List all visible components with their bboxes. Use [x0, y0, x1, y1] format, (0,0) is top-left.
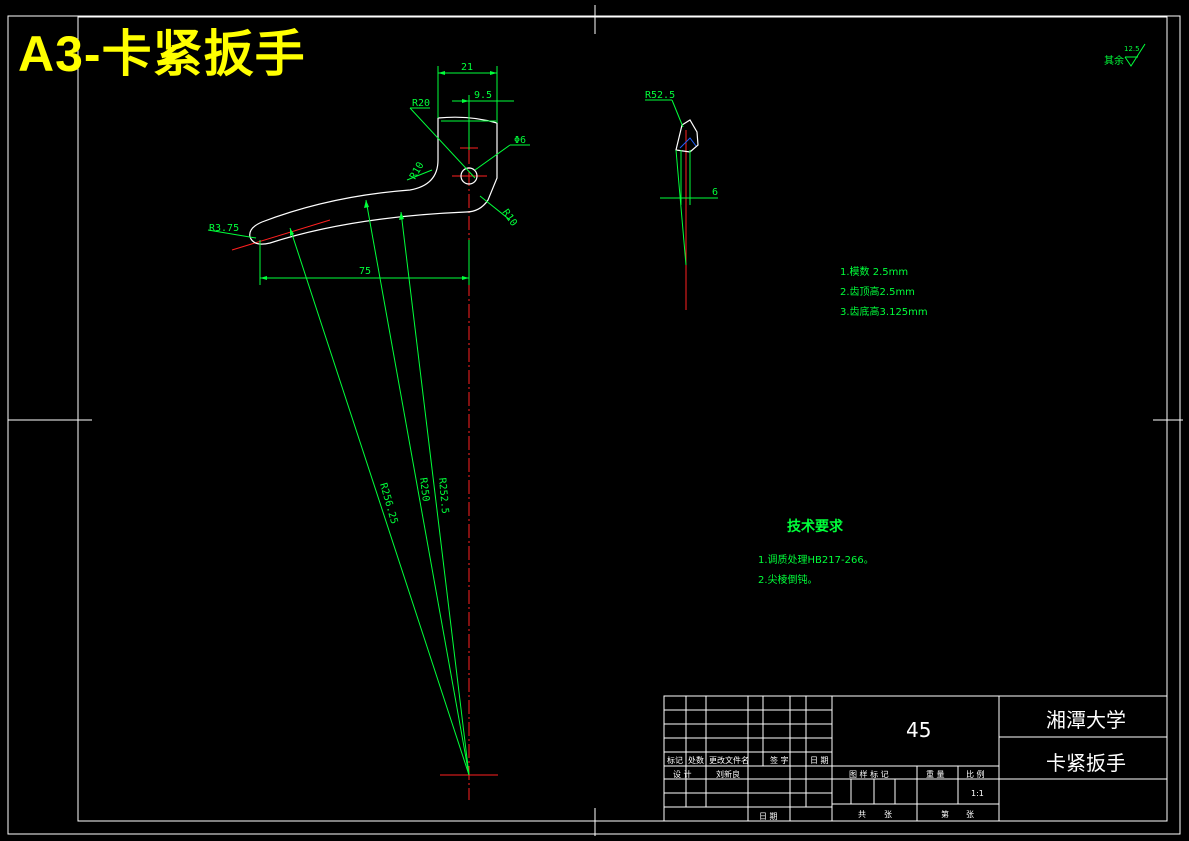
header-date2: 日 期 — [759, 812, 778, 821]
dim-r10-left: R10 — [408, 160, 427, 181]
gear-param-1: 1.模数 2.5mm — [840, 267, 909, 278]
dim-21: 21 — [461, 62, 473, 73]
centering-marks — [8, 5, 1183, 836]
outer-border — [7, 15, 1181, 835]
designer-name: 刘新良 — [716, 770, 740, 779]
dim-r20: R20 — [412, 98, 430, 109]
inner-frame — [77, 16, 1168, 822]
roughness-value: 12.5 — [1124, 45, 1140, 53]
dim-phi6: Φ6 — [514, 135, 526, 146]
dimension-arrows — [260, 71, 497, 280]
title-block — [663, 695, 1168, 822]
dim-r52-5: R52.5 — [645, 90, 675, 101]
header-sign: 签 字 — [770, 756, 789, 765]
wrench-outline — [249, 116, 498, 245]
roughness-label: 其余 — [1104, 54, 1124, 67]
material-label: 45 — [906, 718, 932, 742]
scale-value: 1:1 — [971, 789, 984, 798]
header-weight: 重 量 — [926, 770, 945, 779]
header-doc: 更改文件名 — [709, 756, 749, 765]
gear-param-3: 3.齿底高3.125mm — [840, 307, 928, 318]
part-name: 卡紧扳手 — [1046, 751, 1126, 775]
header-date: 日 期 — [810, 756, 829, 765]
dim-r3-75: R3.75 — [209, 223, 239, 234]
header-sheets: 张 — [884, 810, 892, 819]
wrench-main-view: 21 9.5 R20 Φ6 R10 R10 R3.75 75 R256.25 R… — [207, 62, 530, 800]
header-count: 处数 — [688, 756, 704, 765]
header-ratio: 比 例 — [966, 770, 985, 779]
tech-requirements-title: 技术要求 — [787, 519, 843, 535]
dim-r10-right: R10 — [500, 207, 519, 228]
dimension-lines — [207, 66, 530, 776]
roughness-symbol: 其余 12.5 — [1104, 43, 1146, 67]
header-total: 共 — [858, 810, 866, 819]
dim-r250: R250 — [417, 477, 431, 502]
tech-requirement-2: 2.尖棱倒钝。 — [758, 575, 818, 586]
centerlines — [231, 147, 498, 800]
dimension-texts: 21 9.5 R20 Φ6 R10 R10 R3.75 75 R256.25 R… — [209, 62, 526, 525]
tech-requirement-1: 1.调质处理HB217-266。 — [758, 555, 874, 566]
header-sheets2: 张 — [966, 810, 974, 819]
school-name: 湘潭大学 — [1046, 708, 1126, 732]
header-mark: 标记 — [667, 756, 683, 765]
tooth-detail-view: R52.5 6 — [645, 90, 718, 310]
gear-param-2: 2.齿顶高2.5mm — [840, 287, 915, 298]
header-stage: 图 样 标 记 — [849, 770, 889, 779]
dim-75: 75 — [359, 266, 371, 277]
dim-6: 6 — [712, 187, 718, 198]
header-sheet: 第 — [941, 810, 949, 819]
drawing-title-banner: A3-卡紧扳手 — [18, 26, 306, 82]
header-design: 设 计 — [673, 770, 692, 779]
dim-9-5: 9.5 — [474, 90, 492, 101]
dim-r252-5: R252.5 — [436, 477, 450, 514]
